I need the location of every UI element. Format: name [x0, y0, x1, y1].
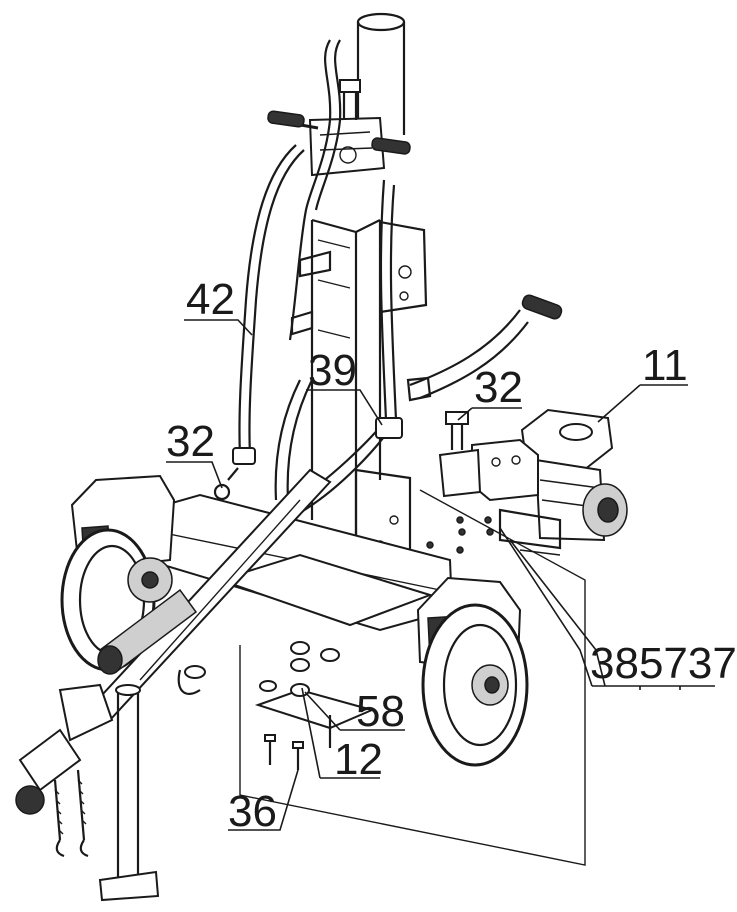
- callout-12: 12: [334, 735, 383, 784]
- callout-58: 58: [356, 687, 405, 736]
- vertical-beam: [267, 12, 428, 582]
- callout-385737: 385737: [590, 639, 737, 688]
- leader-lines: [166, 319, 715, 831]
- callout-32-right: 32: [474, 363, 523, 412]
- callout-36: 36: [228, 787, 277, 836]
- callout-numbers: 42 39 32 32 11 385737 58 12 36: [166, 275, 737, 836]
- hardware-parts: [254, 641, 376, 770]
- wheel-right: [421, 603, 529, 767]
- callout-39: 39: [308, 346, 357, 395]
- callout-42: 42: [186, 275, 235, 324]
- hydraulic-hoses: [213, 39, 403, 516]
- callout-11: 11: [642, 341, 688, 390]
- trailer-tongue: [15, 468, 332, 902]
- callout-32-left: 32: [166, 417, 215, 466]
- engine: [438, 408, 628, 556]
- tow-handle: [406, 294, 563, 402]
